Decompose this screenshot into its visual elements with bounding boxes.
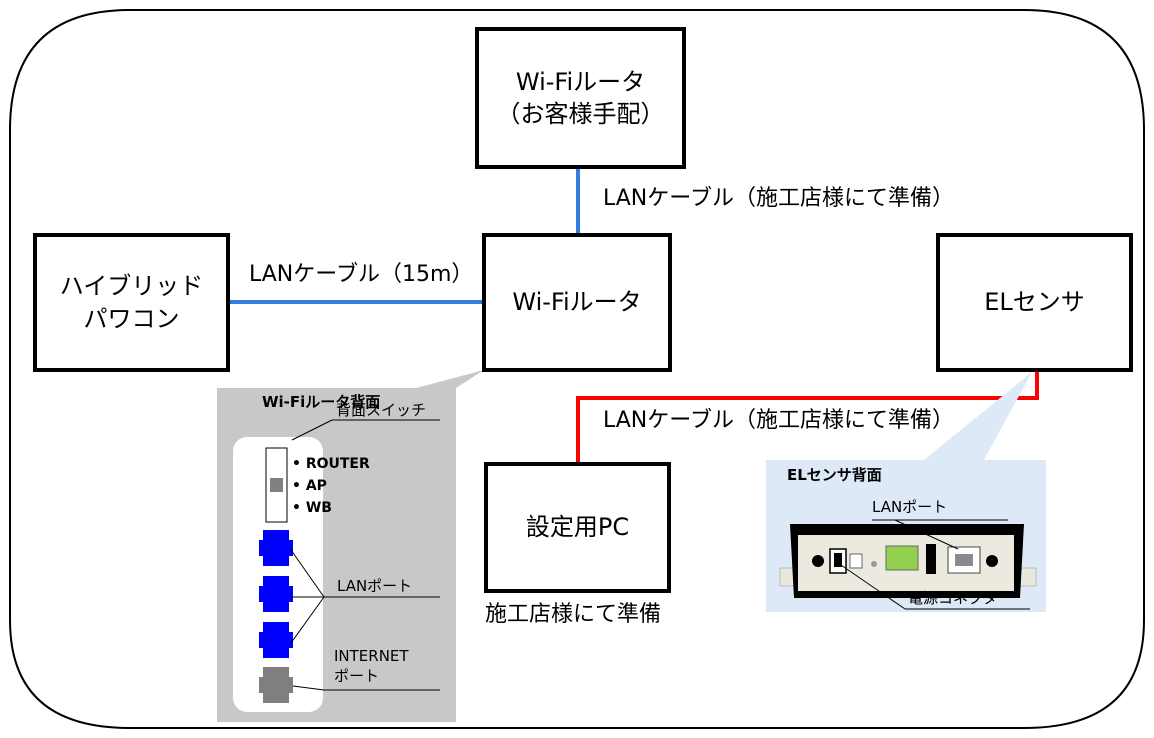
mode-wb: • WB <box>292 500 332 516</box>
usb-port-icon <box>926 544 936 574</box>
node-el-sensor: ELセンサ <box>936 233 1133 372</box>
rj45-port-icon <box>259 622 293 658</box>
rj45-port-icon <box>259 530 293 566</box>
sensor-lan-port-icon <box>947 546 981 574</box>
node-setup-pc: 設定用PC <box>484 462 671 593</box>
mode-router: • ROUTER <box>292 456 370 472</box>
top-cable-label: LANケーブル（施工店様にて準備） <box>603 186 954 211</box>
internet-port-label-line2: ポート <box>334 667 380 685</box>
node-setup-pc-label: 設定用PC <box>525 513 630 542</box>
node-el-sensor-label: ELセンサ <box>984 288 1085 317</box>
power-connector-icon <box>829 548 847 574</box>
router-back-panel <box>233 437 323 712</box>
left-cable-label: LANケーブル（15m） <box>249 262 474 287</box>
node-wifi-router-top: Wi-Fiルータ （お客様手配） <box>475 27 686 169</box>
mode-ap: • AP <box>292 478 327 494</box>
sensor-back-title: ELセンサ背面 <box>787 466 882 484</box>
node-hybrid-powercon-line2: パワコン <box>83 304 180 333</box>
internet-port-label-line1: INTERNET <box>334 647 409 665</box>
router-lan-port-label: LANポート <box>337 577 413 595</box>
internet-port-icon <box>259 667 293 703</box>
sensor-lan-port-label: LANポート <box>872 498 948 516</box>
node-wifi-router-center: Wi-Fiルータ <box>482 233 672 372</box>
router-back-title: Wi-Fiルータ背面 <box>262 393 381 411</box>
node-hybrid-powercon: ハイブリッド パワコン <box>33 233 230 372</box>
cable-red <box>576 372 1039 462</box>
node-wifi-router-center-label: Wi-Fiルータ <box>512 288 642 317</box>
node-hybrid-powercon-line1: ハイブリッド <box>59 272 204 301</box>
setup-pc-caption: 施工店様にて準備 <box>485 602 662 627</box>
terminal-block-icon <box>885 545 919 571</box>
power-connector-label: 電源コネクタ <box>908 589 998 607</box>
rj45-port-icon <box>259 576 293 612</box>
node-wifi-router-top-line1: Wi-Fiルータ <box>515 67 646 96</box>
outer-frame <box>9 9 1145 729</box>
red-cable-label: LANケーブル（施工店様にて準備） <box>603 408 954 433</box>
back-switch-label: 背面スイッチ <box>336 401 427 419</box>
back-switch-knob <box>270 478 283 492</box>
node-wifi-router-top-line2: （お客様手配） <box>496 100 665 128</box>
